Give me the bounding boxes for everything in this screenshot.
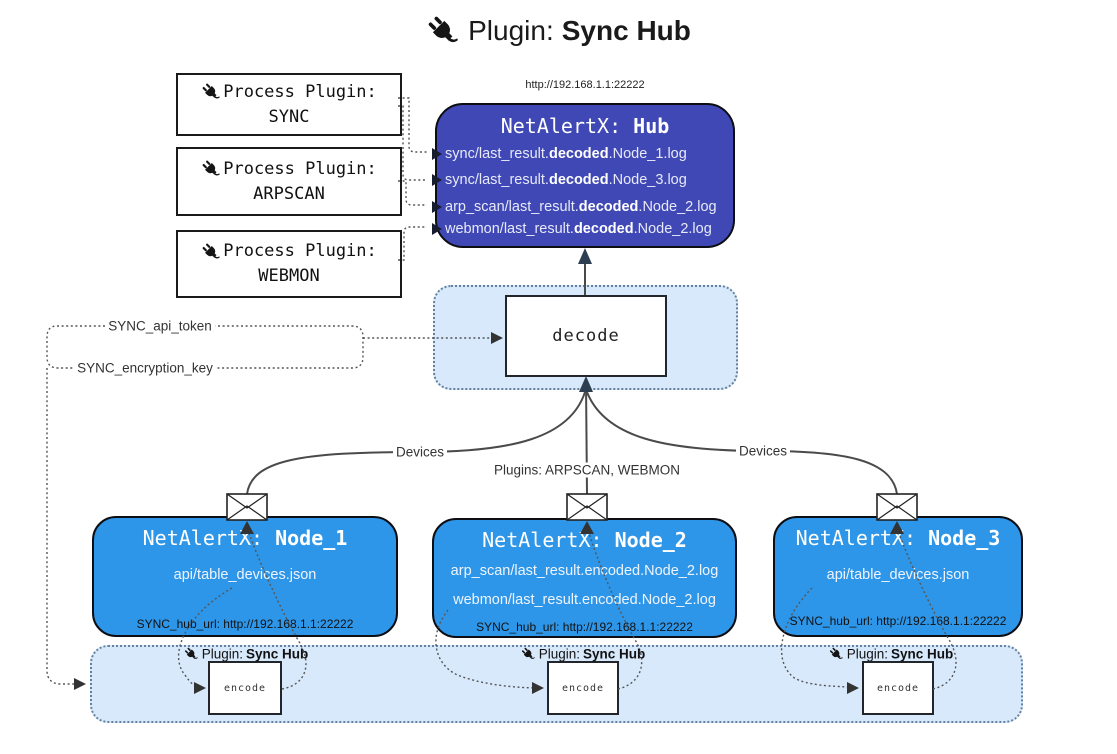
hub-box: NetAlertX: Hub sync/last_result.decoded.… xyxy=(432,103,735,248)
process-plugin-box-sync: Process Plugin: SYNC xyxy=(176,73,402,136)
node-box-node-1: NetAlertX: Node_1 api/table_devices.json… xyxy=(92,516,398,637)
page-title-label: Plugin: xyxy=(468,15,554,46)
encode-box-2: encode xyxy=(547,661,619,715)
node-file-line: webmon/last_result.encoded.Node_2.log xyxy=(453,592,716,608)
decode-box: decode xyxy=(505,295,667,377)
plug-icon xyxy=(426,14,460,48)
plug-icon xyxy=(184,647,199,662)
node-box-node-2: NetAlertX: Node_2 arp_scan/last_result.e… xyxy=(432,518,737,638)
webmon-to-hub-path xyxy=(398,226,427,261)
node-title: NetAlertX: Node_1 xyxy=(142,526,348,550)
process-plugin-box-arpscan: Process Plugin: ARPSCAN xyxy=(176,147,402,216)
devices-label-left: Devices xyxy=(392,444,448,460)
node-title: NetAlertX: Node_3 xyxy=(795,526,1001,550)
arrow-right-icon xyxy=(432,201,442,213)
plug-icon xyxy=(201,159,221,179)
sync-encryption-key-label: SYNC_encryption_key xyxy=(74,360,216,376)
encode-box-3: encode xyxy=(862,661,934,715)
node-footer: SYNC_hub_url: http://192.168.1.1:22222 xyxy=(136,617,354,631)
hub-log-line: sync/last_result.decoded.Node_3.log xyxy=(432,170,733,190)
process-plugin-box-webmon: Process Plugin: WEBMON xyxy=(176,230,402,298)
hub-title: NetAlertX: Hub xyxy=(500,114,670,138)
encode-box-1: encode xyxy=(208,661,282,715)
encoder-plugin-label: Plugin: Sync Hub xyxy=(521,647,645,662)
node-file-line: api/table_devices.json xyxy=(173,567,317,583)
edge-node1-decode xyxy=(246,391,586,495)
arrow-right-icon xyxy=(432,148,442,160)
process-plugin-label: Process Plugin: xyxy=(223,81,377,102)
plug-icon xyxy=(521,647,536,662)
sync-to-hub-path xyxy=(398,97,427,153)
arrow-right-icon xyxy=(432,223,442,235)
arpscan-to-hub-path xyxy=(398,180,427,206)
node-footer: SYNC_hub_url: http://192.168.1.1:22222 xyxy=(476,620,693,634)
hub-log-line: arp_scan/last_result.decoded.Node_2.log xyxy=(432,197,733,217)
devices-label-right: Devices xyxy=(735,443,791,459)
sync-to-hub-path xyxy=(398,105,427,181)
node-footer: SYNC_hub_url: http://192.168.1.1:22222 xyxy=(789,614,1007,628)
encoder-plugin-label: Plugin: Sync Hub xyxy=(829,647,953,662)
node-file-line: api/table_devices.json xyxy=(826,567,970,583)
plug-icon xyxy=(829,647,844,662)
arrow-right-icon xyxy=(74,678,86,690)
process-plugin-name: WEBMON xyxy=(258,266,320,286)
page-title-name: Sync Hub xyxy=(561,15,691,46)
node-title: NetAlertX: Node_2 xyxy=(482,528,687,552)
process-plugin-label: Process Plugin: xyxy=(223,158,377,179)
plug-icon xyxy=(201,82,221,102)
sync-api-token-label: SYNC_api_token xyxy=(105,318,215,334)
hub-log-line: webmon/last_result.decoded.Node_2.log xyxy=(432,219,733,239)
key-to-encoders-path xyxy=(46,368,77,685)
process-plugin-label: Process Plugin: xyxy=(223,241,377,262)
arrow-right-icon xyxy=(432,174,442,186)
node-box-node-3: NetAlertX: Node_3 api/table_devices.json… xyxy=(773,516,1023,637)
process-plugin-name: ARPSCAN xyxy=(253,183,325,204)
page-title: Plugin: Sync Hub xyxy=(0,14,1117,48)
arrow-up-icon xyxy=(578,248,592,264)
plugins-label: Plugins: ARPSCAN, WEBMON xyxy=(490,462,684,478)
hub-log-line: sync/last_result.decoded.Node_1.log xyxy=(432,144,733,164)
process-plugin-name: SYNC xyxy=(268,106,310,127)
hub-url: http://192.168.1.1:22222 xyxy=(525,79,645,91)
node-file-line: arp_scan/last_result.encoded.Node_2.log xyxy=(450,563,719,579)
encoder-plugin-label: Plugin: Sync Hub xyxy=(184,647,308,662)
plug-icon xyxy=(201,242,221,262)
